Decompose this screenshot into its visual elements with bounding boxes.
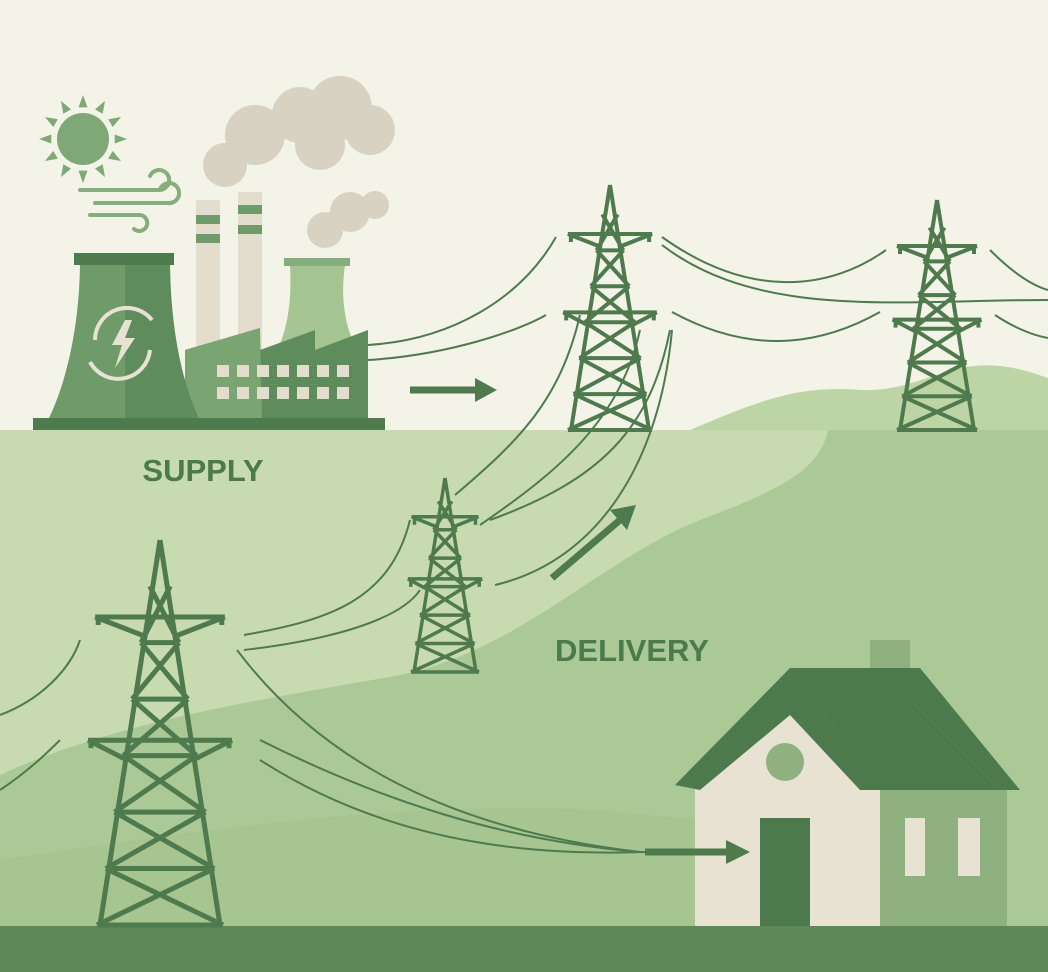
transmission-tower-icon xyxy=(891,199,983,432)
sun-icon xyxy=(39,95,127,183)
power-lines xyxy=(0,236,1048,854)
arrow-up-right-icon xyxy=(549,505,636,581)
arrow-right-icon xyxy=(410,378,497,402)
transmission-towers xyxy=(86,184,983,928)
smoke-cloud xyxy=(203,76,395,248)
house-icon xyxy=(675,640,1020,926)
transmission-tower-icon xyxy=(86,539,234,928)
delivery-label: DELIVERY xyxy=(555,633,709,668)
back-hill xyxy=(690,365,1048,430)
arrow-right-icon xyxy=(645,840,750,864)
supply-label: SUPPLY xyxy=(142,453,264,488)
transmission-tower-icon xyxy=(406,477,484,674)
renewable-energy-icon xyxy=(88,305,154,381)
transmission-tower-icon xyxy=(562,184,658,432)
ground-strip xyxy=(0,926,1048,972)
wind-icon xyxy=(78,168,182,233)
power-plant-icon xyxy=(33,192,385,430)
